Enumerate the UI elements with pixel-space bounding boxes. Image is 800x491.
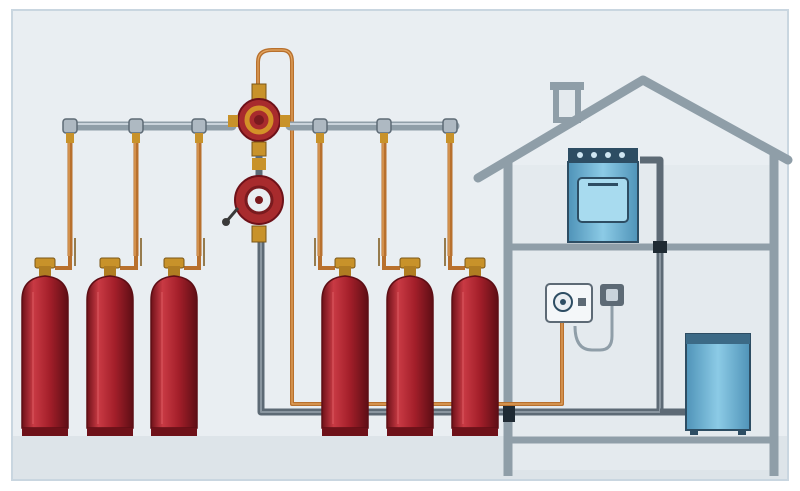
hose-elbow bbox=[120, 256, 138, 270]
gas-cylinder bbox=[21, 275, 69, 429]
shutoff-valve-right-nut bbox=[280, 115, 290, 127]
hose-fitting bbox=[380, 133, 388, 143]
manifold-tee bbox=[191, 118, 207, 134]
house-roof bbox=[473, 75, 793, 183]
hose-fitting bbox=[66, 133, 74, 143]
hose-elbow bbox=[184, 256, 201, 270]
cylinder-base bbox=[322, 428, 368, 436]
boiler-top-band bbox=[686, 334, 750, 344]
cylinder-valve-neck bbox=[339, 266, 351, 276]
hose-fitting bbox=[316, 133, 324, 143]
shutoff-valve-ring bbox=[244, 105, 274, 135]
cylinder-base bbox=[22, 428, 68, 436]
cylinder-valve-neck bbox=[404, 266, 416, 276]
hose-fitting bbox=[195, 133, 203, 143]
manifold-tee bbox=[442, 118, 458, 134]
regulator-lever-knob bbox=[222, 218, 230, 226]
meter-cable bbox=[573, 304, 614, 352]
hose-elbow bbox=[55, 256, 72, 270]
stove-knob-4 bbox=[619, 152, 625, 158]
hose-elbow bbox=[318, 256, 335, 270]
stove-top bbox=[568, 148, 638, 162]
meter-indicator bbox=[578, 298, 586, 306]
boiler-foot-left bbox=[690, 430, 698, 435]
power-outlet bbox=[600, 284, 624, 306]
gas-cylinder bbox=[86, 275, 134, 429]
stove-knob-1 bbox=[577, 152, 583, 158]
shutoff-valve[interactable] bbox=[228, 83, 290, 157]
cylinder-base bbox=[151, 428, 197, 436]
gas-meter[interactable] bbox=[545, 283, 593, 323]
gas-cylinder bbox=[451, 275, 499, 429]
stove-oven-door bbox=[577, 177, 629, 223]
regulator-top-nut bbox=[252, 158, 266, 170]
manifold-tee bbox=[128, 118, 144, 134]
gas-cylinder bbox=[321, 275, 369, 429]
gas-cylinder bbox=[386, 275, 434, 429]
hose-fitting bbox=[446, 133, 454, 143]
pressure-regulator[interactable] bbox=[222, 156, 284, 243]
gas-boiler[interactable] bbox=[685, 333, 751, 435]
manifold-tee bbox=[62, 118, 78, 134]
shutoff-valve-center bbox=[254, 115, 264, 125]
stove-door-handle bbox=[588, 183, 618, 186]
manifold-tee bbox=[312, 118, 328, 134]
stove-supply-pipe bbox=[640, 156, 664, 252]
meter-dial-center bbox=[560, 299, 566, 305]
cylinder-base bbox=[452, 428, 498, 436]
cylinder-valve-neck bbox=[469, 266, 481, 276]
regulator-bottom-nut bbox=[251, 225, 267, 243]
outlet-socket bbox=[606, 289, 618, 301]
stove-knob-3 bbox=[605, 152, 611, 158]
gas-cylinders bbox=[21, 257, 499, 436]
manifold bbox=[55, 118, 465, 270]
manifold-tee bbox=[376, 118, 392, 134]
stove-knob-2 bbox=[591, 152, 597, 158]
wall-sleeve-upper bbox=[653, 241, 667, 253]
regulator-dial-center bbox=[255, 196, 263, 204]
shutoff-valve-bottom-nut bbox=[251, 141, 267, 157]
shutoff-valve-stem bbox=[251, 83, 267, 101]
cylinder-base bbox=[387, 428, 433, 436]
hose-elbow bbox=[448, 256, 465, 270]
cylinder-base bbox=[87, 428, 133, 436]
cylinder-valve-neck bbox=[104, 266, 116, 276]
copper-bypass-line-shine bbox=[257, 49, 563, 405]
house-chimney bbox=[553, 83, 581, 123]
cylinder-valve-neck bbox=[39, 266, 51, 276]
boiler-body bbox=[685, 333, 751, 431]
boiler-foot-right bbox=[738, 430, 746, 435]
shutoff-valve-left-nut bbox=[228, 115, 238, 127]
gas-stove[interactable] bbox=[567, 148, 639, 243]
hose-elbow bbox=[382, 256, 400, 270]
hose-fitting bbox=[132, 133, 140, 143]
gas-cylinder bbox=[150, 275, 198, 429]
house-chimney-cap bbox=[550, 82, 584, 90]
wall-sleeve-lower bbox=[503, 402, 515, 422]
cylinder-valve-neck bbox=[168, 266, 180, 276]
